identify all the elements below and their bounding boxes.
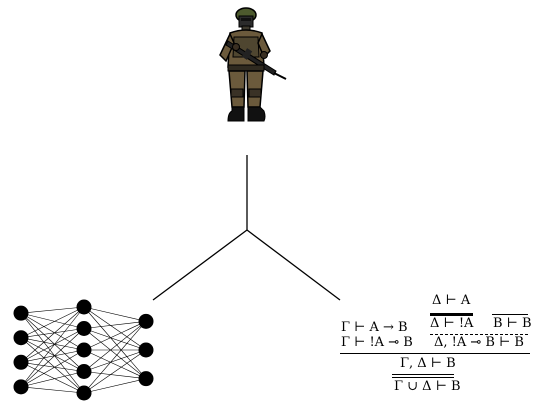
nn-neuron xyxy=(13,379,29,395)
nn-edge xyxy=(83,349,147,379)
nn-edge xyxy=(20,337,85,351)
proof-rule-double-2 xyxy=(392,377,454,378)
proof-delta-axiom: Δ ⊢ A xyxy=(432,293,471,308)
nn-edge xyxy=(20,337,85,372)
nn-neuron xyxy=(138,371,154,387)
proof-rule-b-axiom xyxy=(492,314,528,315)
nn-edge xyxy=(20,312,85,394)
nn-edge xyxy=(20,306,85,338)
nn-neuron xyxy=(13,305,29,321)
nn-edge xyxy=(20,349,85,363)
nn-neuron xyxy=(76,342,92,358)
soldier-icon xyxy=(219,7,287,122)
nn-edge xyxy=(83,321,147,329)
nn-edge xyxy=(83,306,147,351)
nn-edge xyxy=(20,337,85,394)
nn-edge xyxy=(83,328,147,351)
nn-edge xyxy=(20,349,85,388)
nn-edge xyxy=(83,306,147,322)
nn-edge xyxy=(83,321,147,372)
nn-edge xyxy=(83,306,147,379)
nn-edge xyxy=(83,349,147,394)
connector-left xyxy=(152,229,248,301)
proof-delta-bang: Δ ⊢ !A xyxy=(430,316,474,331)
proof-rule-main xyxy=(340,353,530,354)
nn-neuron xyxy=(138,342,154,358)
proof-rule-dashed xyxy=(430,334,528,335)
nn-edge xyxy=(20,306,85,314)
nn-edge xyxy=(83,321,147,394)
proof-cut-result: Δ, !A ⊸ B ⊢ B xyxy=(434,335,524,350)
nn-edge xyxy=(20,386,85,394)
neural-network-icon xyxy=(13,299,154,401)
nn-edge xyxy=(20,306,85,363)
proof-mid-conclusion: Γ, Δ ⊢ B xyxy=(400,356,456,371)
nn-edge xyxy=(20,312,85,329)
proof-rule-bang-thick xyxy=(430,313,473,316)
nn-edge xyxy=(20,362,85,394)
nn-edge xyxy=(20,361,85,372)
nn-edge xyxy=(83,328,147,379)
nn-edge xyxy=(83,378,147,394)
proof-rule-double-1 xyxy=(392,374,454,375)
nn-edge xyxy=(20,328,85,388)
nn-neuron xyxy=(76,364,92,379)
nn-edge xyxy=(20,328,85,363)
nn-edge xyxy=(20,306,85,388)
nn-edge xyxy=(83,371,147,379)
proof-left-premise-1: Γ ⊢ A → B xyxy=(341,320,408,335)
connector-right xyxy=(246,229,341,301)
nn-neuron xyxy=(138,313,154,329)
proof-final-conclusion: Γ ∪ Δ ⊢ B xyxy=(394,379,461,394)
nn-edge xyxy=(83,349,147,372)
proof-left-premise-2: Γ ⊢ !A ⊸ B xyxy=(341,335,413,350)
nn-edge xyxy=(20,312,85,351)
proof-b-axiom: B ⊢ B xyxy=(493,316,532,331)
nn-edge xyxy=(20,312,85,372)
nn-neuron xyxy=(76,321,92,336)
nn-edge xyxy=(20,328,85,339)
nn-neuron xyxy=(76,299,92,315)
nn-edge xyxy=(20,371,85,388)
nn-neuron xyxy=(13,354,29,370)
nn-neuron xyxy=(76,385,92,401)
nn-edge xyxy=(83,321,147,351)
nn-neuron xyxy=(13,330,29,346)
